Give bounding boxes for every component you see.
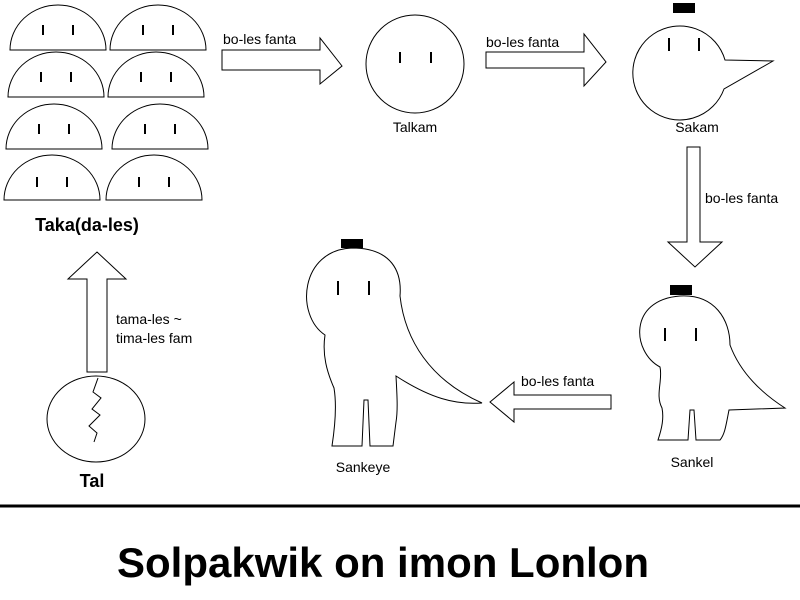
tal-label: Tal bbox=[80, 471, 105, 491]
sakam-creature bbox=[632, 3, 775, 121]
taka-creature bbox=[109, 4, 207, 51]
hat bbox=[673, 3, 695, 13]
sankel-creature bbox=[639, 285, 787, 441]
arrow-right-taka-to-talkam bbox=[221, 36, 343, 86]
taka-creature bbox=[9, 4, 107, 51]
arrow-up-tal-to-taka bbox=[66, 251, 128, 373]
page-title: Solpakwik on imon Lonlon bbox=[117, 539, 649, 586]
arrow-label-sankel-to-sankeye: bo-les fanta bbox=[521, 373, 594, 389]
arrow-right-talkam-to-sakam bbox=[485, 32, 607, 88]
taka-creature bbox=[111, 103, 209, 150]
taka-creature bbox=[5, 103, 103, 150]
sankeye-label: Sankeye bbox=[336, 459, 391, 475]
talkam-label: Talkam bbox=[393, 119, 437, 135]
arrow-label-tal-to-taka-line1: tama-les ~ bbox=[116, 311, 182, 327]
sankeye-creature bbox=[306, 239, 483, 447]
taka-creature bbox=[105, 154, 203, 201]
arrow-label-sakam-to-sankel: bo-les fanta bbox=[705, 190, 778, 206]
taka-creature bbox=[7, 51, 105, 98]
arrow-left-sankel-to-sankeye bbox=[489, 380, 612, 424]
arrow-label-tal-to-taka-line2: tima-les fam bbox=[116, 330, 192, 346]
taka-creature bbox=[3, 154, 101, 201]
crack-line bbox=[88, 377, 102, 443]
hat bbox=[341, 239, 363, 248]
arrow-label-taka-to-talkam: bo-les fanta bbox=[223, 31, 296, 47]
arrow-label-talkam-to-sakam: bo-les fanta bbox=[486, 34, 559, 50]
arrow-down-sakam-to-sankel bbox=[666, 146, 724, 268]
taka-creature bbox=[107, 51, 205, 98]
sankel-label: Sankel bbox=[671, 454, 714, 470]
taka-label: Taka(da-les) bbox=[35, 215, 139, 235]
hat bbox=[670, 285, 692, 295]
talkam-creature bbox=[365, 14, 465, 114]
taka-group bbox=[3, 4, 209, 201]
sakam-label: Sakam bbox=[675, 119, 719, 135]
tal-egg bbox=[46, 375, 146, 463]
